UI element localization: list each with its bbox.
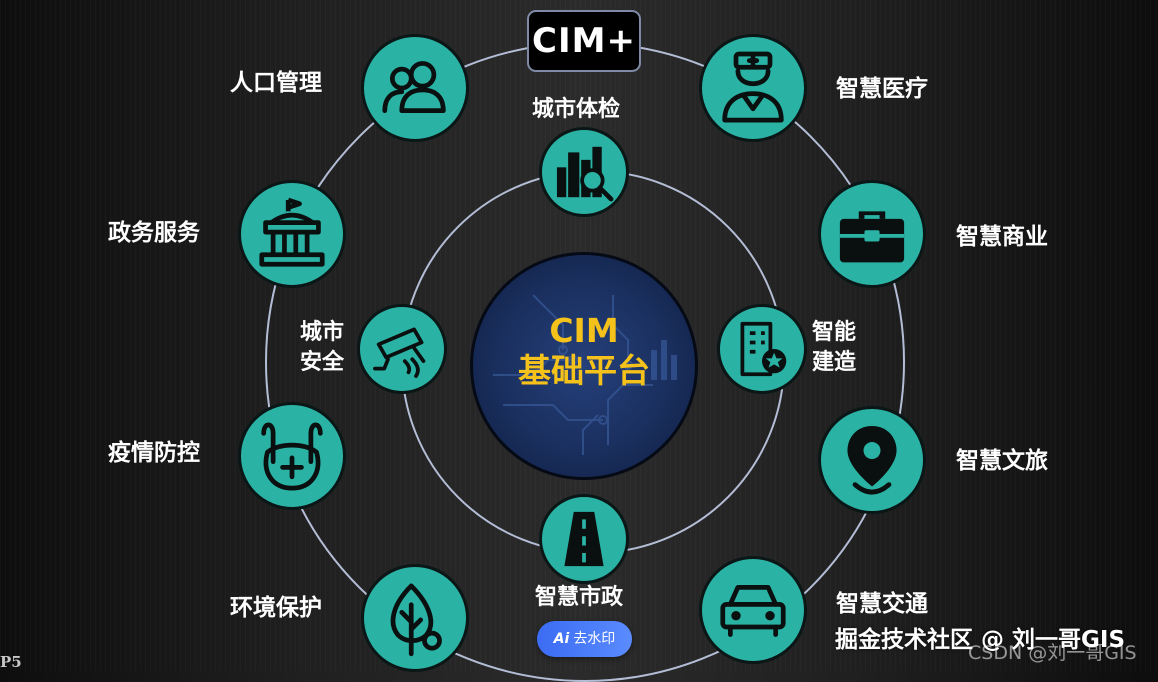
center-title: CIM (549, 311, 619, 350)
label-smart-construction-line1: 智能 (812, 320, 857, 345)
label-smart-construction: 智能 建造 (812, 318, 856, 378)
cctv-camera-icon (373, 327, 426, 378)
label-smart-construction-line2: 建造 (812, 350, 857, 375)
node-city-inspection[interactable] (539, 127, 629, 217)
node-smart-culture-tourism[interactable] (818, 406, 926, 514)
csdn-watermark: CSDN @刘一哥GIS (968, 642, 1137, 664)
node-government-service[interactable] (238, 180, 346, 288)
label-government-service: 政务服务 (108, 220, 200, 246)
label-smart-commerce: 智慧商业 (956, 224, 1048, 250)
node-city-safety[interactable] (357, 304, 447, 394)
circuit-pattern (493, 294, 677, 455)
label-smart-culture-tourism: 智慧文旅 (956, 448, 1048, 474)
label-city-safety-line1: 城市 (300, 320, 345, 345)
label-city-safety-line2: 安全 (300, 350, 345, 375)
remove-watermark-label: 去水印 (573, 631, 616, 647)
cim-plus-badge: CIM+ (527, 10, 641, 72)
node-smart-commerce[interactable] (818, 180, 926, 288)
node-population-management[interactable] (361, 34, 469, 142)
center-subtitle: 基础平台 (518, 351, 650, 390)
doctor-icon (722, 51, 784, 123)
label-smart-transport: 智慧交通 (836, 591, 928, 617)
label-environment-protection: 环境保护 (230, 595, 322, 621)
node-smart-construction[interactable] (717, 304, 807, 394)
briefcase-icon (839, 211, 905, 263)
label-city-safety: 城市 安全 (300, 318, 344, 378)
mask-icon (261, 422, 323, 491)
building-star-icon (740, 321, 787, 377)
label-smart-healthcare: 智慧医疗 (836, 76, 928, 102)
map-pin-icon (847, 426, 897, 495)
node-smart-healthcare[interactable] (699, 34, 807, 142)
city-inspection-icon (556, 146, 614, 202)
ai-logo-text: Ai (553, 631, 570, 647)
node-smart-municipal[interactable] (539, 494, 629, 584)
label-smart-municipal: 智慧市政 (535, 585, 624, 610)
road-icon (564, 511, 604, 567)
cim-platform-core: CIM 基础平台 (470, 252, 698, 480)
node-environment-protection[interactable] (361, 564, 469, 672)
people-icon (382, 61, 446, 114)
community-watermark: 掘金技术社区 @ 刘一哥GIS (835, 627, 1126, 653)
tree-icon (390, 583, 442, 657)
label-city-inspection: 城市体检 (532, 97, 621, 122)
label-population-management: 人口管理 (230, 70, 322, 96)
node-epidemic-prevention[interactable] (238, 402, 346, 510)
label-epidemic-prevention: 疫情防控 (108, 440, 200, 466)
node-smart-transport[interactable] (699, 556, 807, 664)
government-building-icon (259, 197, 325, 267)
page-label: P5 (0, 653, 22, 671)
car-icon (720, 584, 786, 637)
